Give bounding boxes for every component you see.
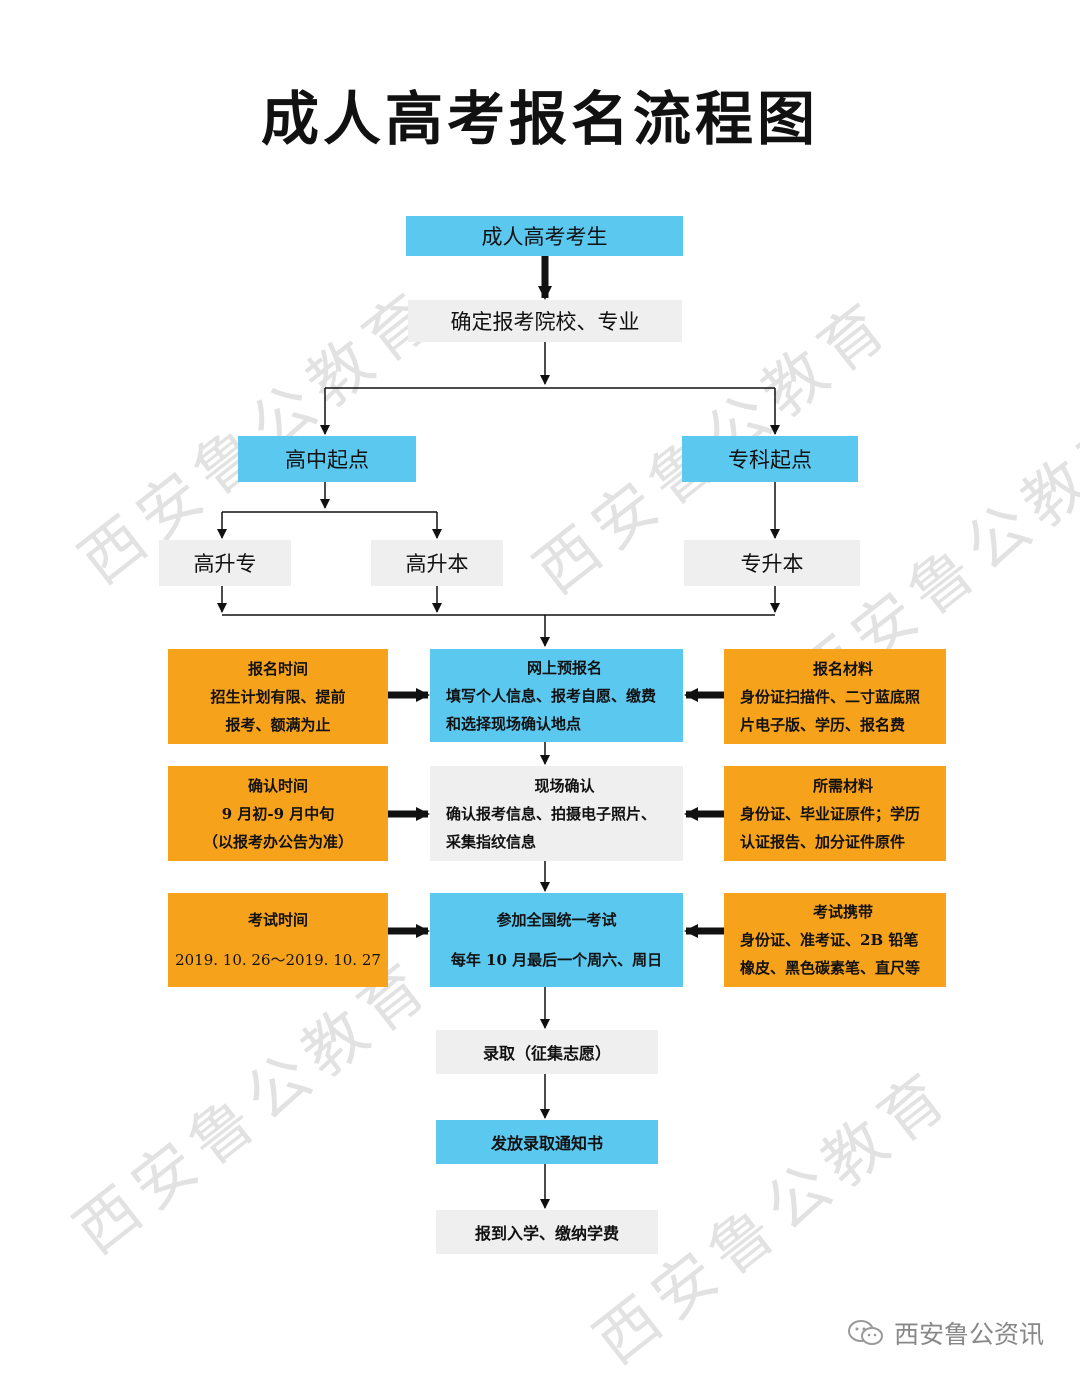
node-gao-ben: 高升本 [371,540,503,586]
node-gao-zhuan: 高升专 [159,540,291,586]
node-exam-carry: 考试携带 身份证、准考证、2B 铅笔 橡皮、黑色碳素笔、直尺等 [724,893,946,987]
node-national-exam: 参加全国统一考试 每年 10 月最后一个周六、周日 [430,893,683,987]
node-jc-start: 专科起点 [682,436,858,482]
node-student: 成人高考考生 [406,216,683,256]
node-choose-school: 确定报考院校、专业 [408,300,682,342]
node-hs-start: 高中起点 [238,436,416,482]
node-onsite-confirm: 现场确认 确认报考信息、拍摄电子照片、 采集指纹信息 [430,766,683,861]
node-notice: 发放录取通知书 [436,1120,658,1164]
footer-account: 西安鲁公资讯 [846,1315,1044,1351]
node-need-material: 所需材料 身份证、毕业证原件；学历 认证报告、加分证件原件 [724,766,946,861]
node-admission: 录取（征集志愿） [436,1030,658,1074]
node-online-register: 网上预报名 填写个人信息、报考自愿、缴费 和选择现场确认地点 [430,649,683,742]
node-reg-material: 报名材料 身份证扫描件、二寸蓝底照 片电子版、学历、报名费 [724,649,946,744]
node-confirm-time: 确认时间 9 月初-9 月中旬 （以报考办公告为准） [168,766,388,861]
node-enroll: 报到入学、缴纳学费 [436,1210,658,1254]
node-exam-time: 考试时间 2019. 10. 26～2019. 10. 27 [168,893,388,987]
node-reg-time: 报名时间 招生计划有限、提前 报考、额满为止 [168,649,388,744]
footer-account-name: 西安鲁公资讯 [893,1320,1044,1349]
page-title: 成人高考报名流程图 [260,85,819,153]
wechat-icon [847,1320,883,1345]
node-zhuan-ben: 专升本 [684,540,860,586]
